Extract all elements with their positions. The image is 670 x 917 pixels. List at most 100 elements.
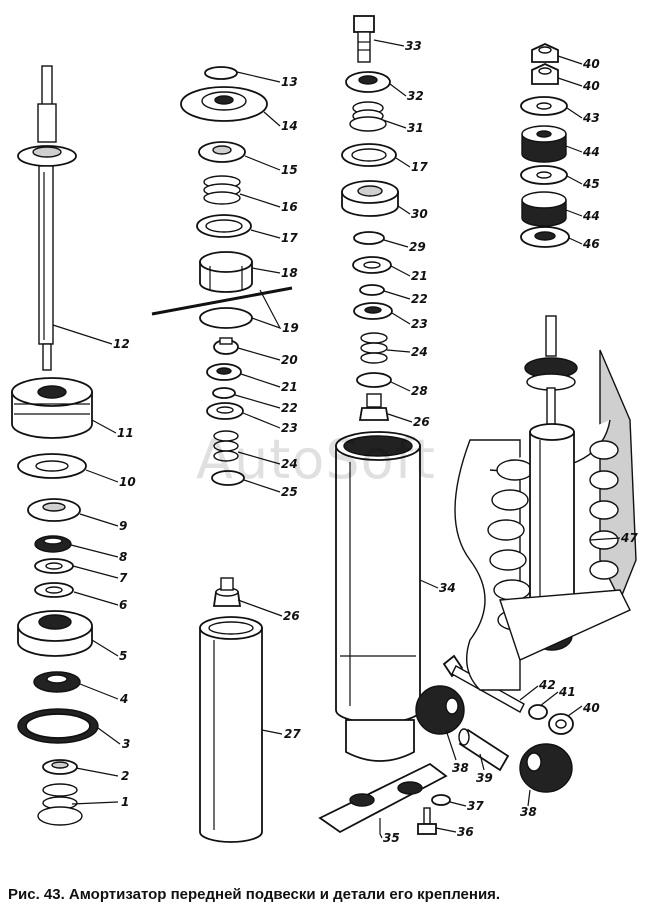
washer-6 [34,582,74,598]
part-label-1: 1 [121,795,129,809]
washer-28 [356,372,392,388]
bolt-33 [353,15,375,63]
sleeve-39 [458,728,510,772]
part-label-24: 24 [411,345,428,359]
part-label-23: 23 [281,421,298,435]
spring-31 [349,101,387,132]
part-label-3: 3 [122,737,130,751]
part-label-43: 43 [582,111,600,125]
spring-16 [203,175,241,205]
part-label-25: 25 [281,485,298,499]
washer-37 [431,794,451,806]
part-label-35: 35 [383,831,400,845]
part-label-10: 10 [119,475,136,489]
washer-43 [520,96,568,116]
spring-1 [37,783,83,826]
part-label-47: 47 [620,531,638,545]
part-label-9: 9 [119,519,127,533]
reservoir-34 [335,431,421,724]
part-label-39: 39 [476,771,493,785]
part-label-15: 15 [281,163,298,177]
part-label-16: 16 [281,200,298,214]
cushion-44-upper [521,125,567,163]
part-label-28: 28 [411,384,428,398]
part-label-11: 11 [117,426,134,440]
plate-14 [180,86,268,122]
part-label-27: 27 [284,727,301,741]
part-label-22: 22 [281,401,298,415]
cap-nut-26-right [358,393,390,421]
part-label-13: 13 [281,75,298,89]
cap-nut-26-left [212,577,242,607]
part-label-20: 20 [281,353,298,367]
part-label-17: 17 [281,231,298,245]
valve-body-30 [341,180,399,217]
installed-shock-47 [454,315,637,691]
plate-32 [345,71,391,93]
seal-4 [33,671,81,693]
part-label-26: 26 [413,415,430,429]
part-label-42: 42 [538,678,556,692]
seal-8 [34,535,72,553]
piston-18 [199,251,253,293]
part-label-38: 38 [520,805,537,819]
part-label-22: 22 [411,292,428,306]
part-label-44: 44 [582,145,600,159]
casing-27 [199,616,263,843]
part-labels: 1234567891011121314151617181920212223242… [113,39,638,845]
part-label-40: 40 [582,57,600,71]
leader-lines [52,39,621,839]
part-label-37: 37 [467,799,484,813]
part-label-2: 2 [121,769,129,783]
ring-25 [211,470,245,486]
part-label-38: 38 [452,761,469,775]
bracket-35 [318,719,448,834]
disc-23-right [353,302,393,320]
washer-13 [204,66,238,80]
part-label-21: 21 [411,269,428,283]
disc-22-right [359,284,385,296]
part-label-21: 21 [281,380,298,394]
guide-5 [17,610,93,657]
bushing-38-upper [415,685,465,735]
bolt-36 [417,807,437,835]
part-label-4: 4 [119,692,128,706]
part-label-24: 24 [281,457,298,471]
ring-7 [34,558,74,574]
part-label-45: 45 [582,177,600,191]
part-label-40: 40 [582,701,600,715]
part-label-46: 46 [582,237,600,251]
disc-23-left [206,402,244,420]
bushing-38-lower [519,743,573,793]
part-label-19: 19 [282,321,299,335]
washer-21-right [352,256,392,274]
part-label-44: 44 [582,209,600,223]
part-label-41: 41 [558,685,576,699]
part-label-31: 31 [407,121,424,135]
nut-20 [213,337,239,355]
rod-12 [17,65,77,371]
part-label-26: 26 [283,609,300,623]
watermark: AutoSoft [196,428,436,491]
cushion-44-lower [521,191,567,227]
part-label-17: 17 [411,160,428,174]
nut-40-top-b [531,63,559,85]
cup-2 [42,759,78,775]
washer-10 [17,453,87,479]
part-label-12: 12 [113,337,130,351]
part-label-36: 36 [457,825,474,839]
part-label-32: 32 [407,89,424,103]
washer-21-left [206,363,242,381]
disc-22-left [212,387,236,399]
part-label-6: 6 [119,598,127,612]
washer-45 [520,165,568,185]
ring-3 [17,708,99,744]
ring-17-right [341,143,397,167]
part-label-23: 23 [411,317,428,331]
washer-41 [528,704,548,720]
ring-19 [151,286,293,329]
part-label-8: 8 [119,550,127,564]
exploded-view-drawing: 1234567891011121314151617181920212223242… [11,15,638,845]
part-label-18: 18 [281,266,298,280]
